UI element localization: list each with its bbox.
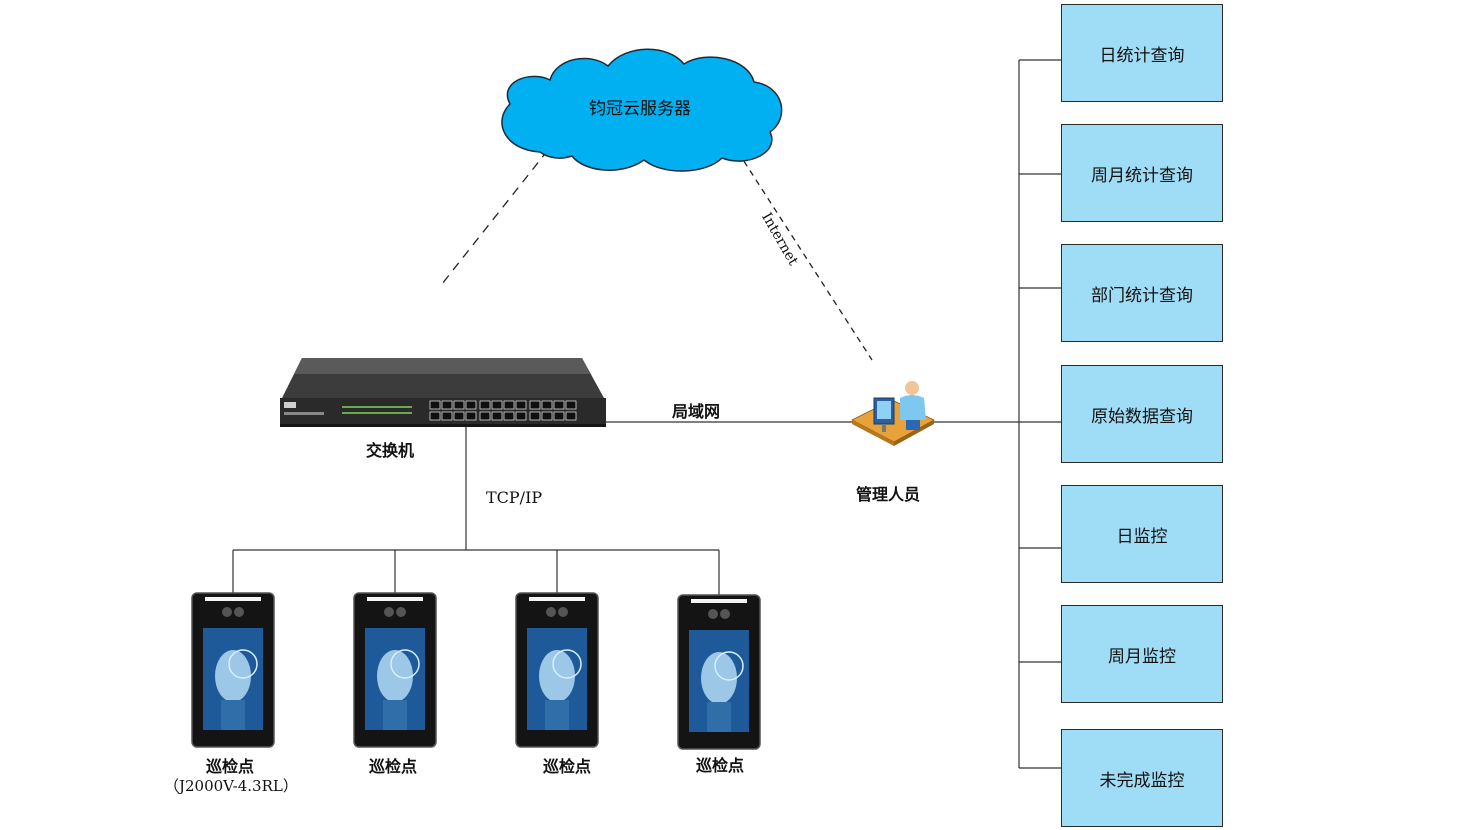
face-terminal-icon	[353, 592, 437, 748]
patrol-terminal-1	[191, 592, 275, 748]
terminal-1-label: 巡检点	[206, 757, 255, 776]
operator-computer-icon	[851, 381, 935, 446]
tcpip-label: TCP/IP	[486, 488, 543, 507]
dashed-link-switch-cloud	[441, 149, 549, 285]
face-terminal-icon	[191, 592, 275, 748]
function-box-weekly-monthly-monitor: 周月监控	[1061, 605, 1223, 703]
function-box-daily-stats: 日统计查询	[1061, 4, 1223, 102]
face-terminal-icon	[515, 592, 599, 748]
patrol-terminal-3	[515, 592, 599, 748]
function-box-raw-data: 原始数据查询	[1061, 365, 1223, 463]
patrol-terminal-4	[677, 594, 761, 750]
switch-label: 交换机	[366, 441, 415, 460]
terminal-4-label: 巡检点	[696, 756, 745, 775]
function-box-weekly-monthly-stats: 周月统计查询	[1061, 124, 1223, 222]
dashed-link-manager-cloud	[737, 151, 873, 361]
function-box-daily-monitor: 日监控	[1061, 485, 1223, 583]
function-box-department-stats: 部门统计查询	[1061, 244, 1223, 342]
terminal-2-label: 巡检点	[369, 757, 418, 776]
manager-label: 管理人员	[856, 485, 921, 504]
cloud-icon	[501, 48, 783, 172]
lan-label: 局域网	[672, 402, 721, 421]
function-box-unfinished-monitor: 未完成监控	[1061, 729, 1223, 827]
face-terminal-icon	[677, 594, 761, 750]
terminal-3-label: 巡检点	[543, 757, 592, 776]
cloud-server-label: 钧冠云服务器	[589, 99, 691, 119]
network-switch-icon	[280, 358, 606, 427]
terminal-1-model: （J2000V-4.3RL）	[164, 777, 298, 795]
patrol-terminal-2	[353, 592, 437, 748]
